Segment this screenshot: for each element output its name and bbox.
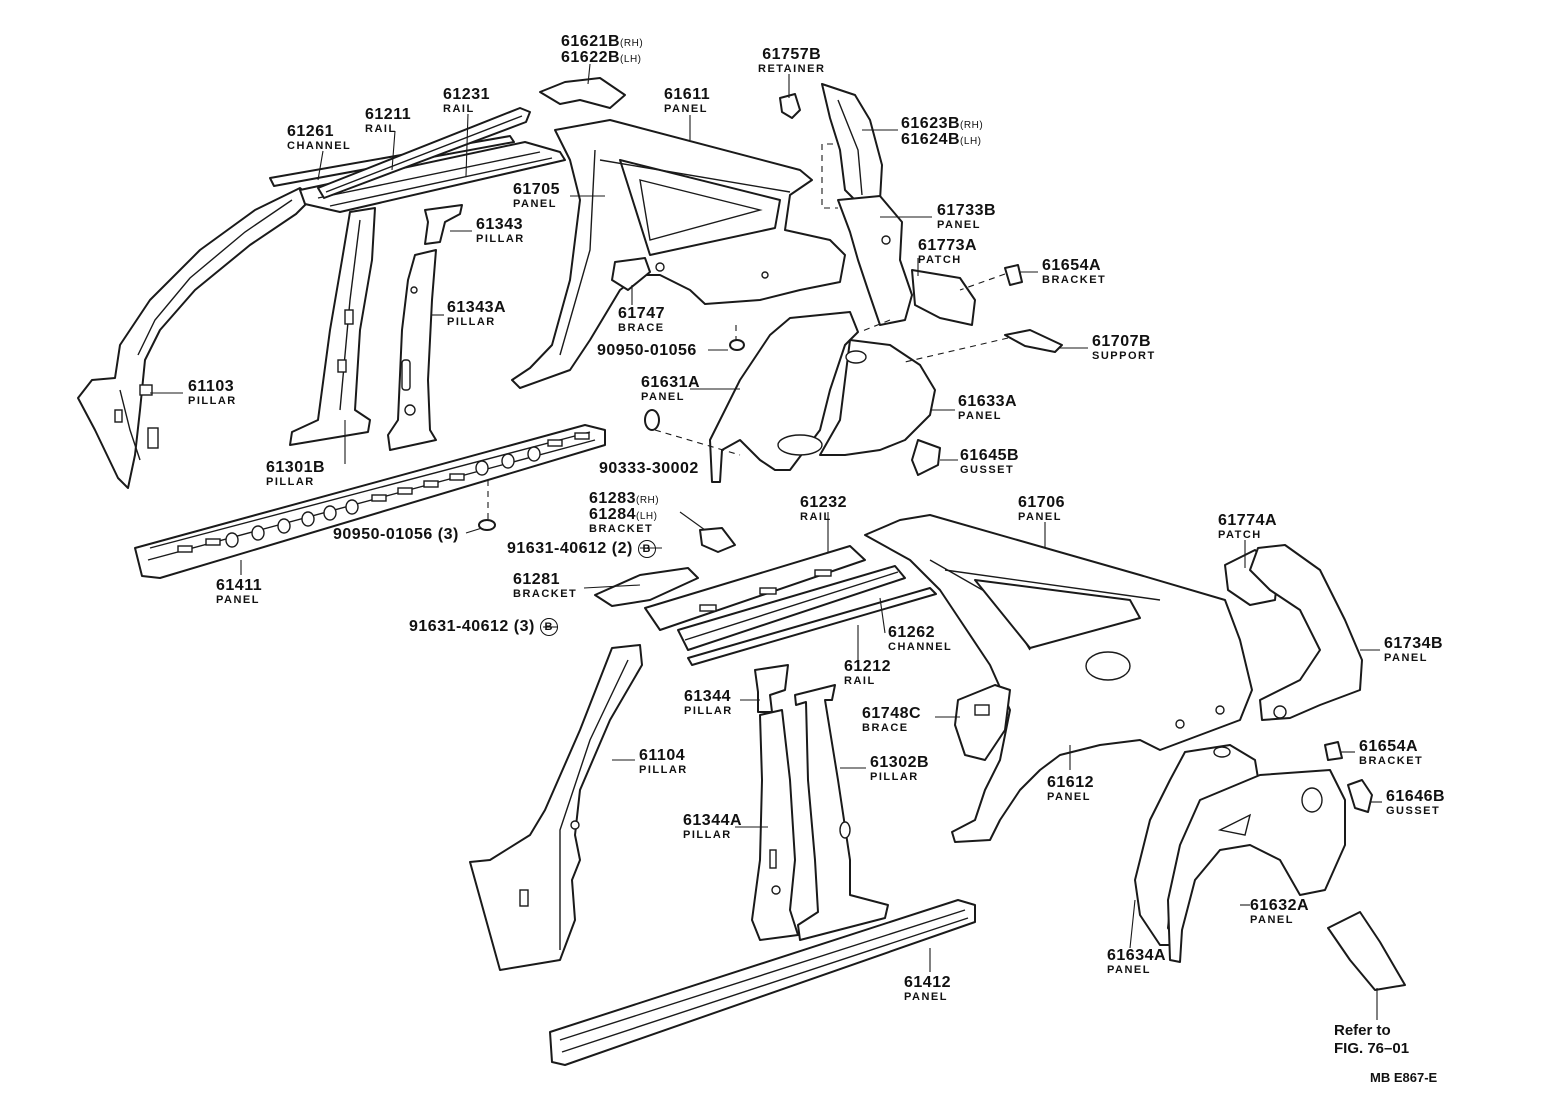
- part-61231-rail: [317, 107, 531, 199]
- bolt-b-badge: B: [539, 618, 558, 636]
- reference-line-1: Refer to: [1334, 1022, 1391, 1039]
- part-61633a-panel: [819, 339, 936, 456]
- label-90950-01056-lower: 90950-01056 (3): [333, 526, 459, 543]
- part-61734b-panel: [1249, 544, 1363, 721]
- part-61747-brace: [611, 257, 651, 291]
- part-61757b-retainer: [779, 93, 801, 119]
- part-61344a-pillar: [751, 709, 799, 941]
- label-91631-40612-2: 91631-40612 (2) B: [507, 540, 656, 558]
- part-61707b-support: [1004, 329, 1063, 353]
- part-61281-bracket: [594, 567, 699, 607]
- part-61412-panel: [549, 899, 976, 1066]
- part-61302b-pillar: [794, 684, 889, 941]
- part-61211-rail: [299, 141, 566, 213]
- label-90950-01056-upper: 90950-01056: [597, 342, 697, 359]
- reference-line-2: FIG. 76–01: [1334, 1040, 1410, 1057]
- part-61344-pillar: [754, 664, 789, 713]
- part-61103-pillar: [77, 187, 313, 489]
- part-61631a-panel: [709, 311, 859, 483]
- part-61646b-gusset: [1347, 779, 1373, 813]
- part-61283-bracket: [699, 527, 736, 553]
- part-90950-01056-plug-upper: [729, 339, 745, 351]
- part-61343a-pillar: [387, 249, 437, 451]
- part-90333-30002-plug: [644, 409, 660, 431]
- label-61621b-61622b: 61621B(RH) 61622B(LH): [561, 33, 644, 66]
- part-61748c-brace: [954, 684, 1011, 761]
- label-61283-61284-bracket: 61283(RH) 61284(LH) BRACKET: [589, 490, 660, 535]
- diagram-code: MB E867-E: [1370, 1070, 1438, 1085]
- part-61301b-pillar: [289, 207, 376, 446]
- part-61212-rail: [677, 565, 906, 651]
- part-61262-channel: [687, 587, 937, 666]
- bolt-b-badge: B: [637, 540, 656, 558]
- label-91631-40612-3: 91631-40612 (3) B: [409, 618, 558, 636]
- part-61645b-gusset: [911, 439, 941, 476]
- part-61104-pillar: [469, 644, 643, 971]
- part-61632a-panel: [1167, 769, 1346, 963]
- label-90333-30002: 90333-30002: [599, 460, 699, 477]
- label-61623b-61624b: 61623B(RH) 61624B(LH): [901, 115, 984, 148]
- figure-reference: Refer to FIG. 76–01: [1334, 1022, 1409, 1058]
- part-mudflap: [1327, 911, 1406, 991]
- part-61232-rail: [644, 545, 866, 631]
- part-90950-01056-plug-lower: [478, 519, 496, 531]
- part-61343-pillar: [424, 204, 463, 245]
- part-61733b-panel: [837, 195, 913, 326]
- part-61411-panel: [134, 424, 606, 579]
- part-61705-panel: [511, 119, 846, 389]
- part-61654a-bracket-upper: [1004, 264, 1023, 286]
- part-61706-panel: [864, 514, 1253, 843]
- part-61621b-bracket: [539, 77, 626, 109]
- part-61773a-patch: [911, 269, 976, 326]
- part-61654a-bracket-lower: [1324, 741, 1343, 761]
